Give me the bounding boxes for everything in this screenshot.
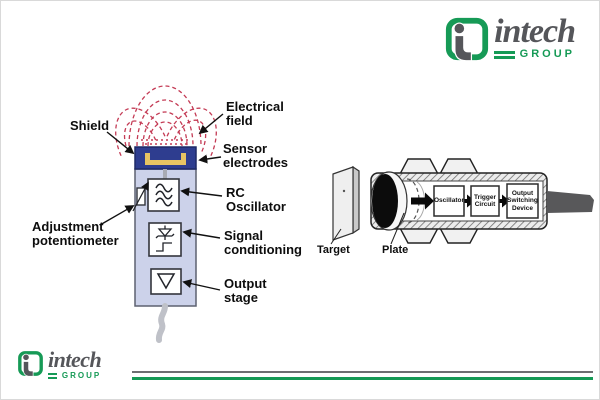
block-label-oscillator: Oscillator: [434, 197, 464, 205]
footer-rule-green: [132, 377, 593, 380]
label-sensor-electrodes: Sensor electrodes: [223, 141, 289, 171]
internal-plate-edge: [406, 178, 420, 224]
label-electrical-field: Electrical field: [226, 99, 284, 129]
wave-icon: [155, 183, 173, 207]
label-target: Target: [317, 244, 350, 256]
internal-blocks: [433, 183, 539, 219]
proximity-sensor-graphic: [330, 158, 594, 245]
sensor-cutaway-diagram: Shield Electrical field Sensor electrode…: [21, 76, 306, 348]
brand-wordmark: intech: [494, 13, 576, 50]
label-adjustment-potentiometer: Adjustment potentiometer: [32, 219, 119, 249]
amplifier-triangle-icon: [156, 273, 176, 290]
label-rc-oscillator: RC Oscillator: [226, 185, 286, 215]
label-output-stage: Output stage: [224, 276, 267, 306]
block-label-output-switching: Output Switching Device: [507, 189, 538, 212]
label-shield: Shield: [70, 118, 110, 133]
signal-flow-arrows: [411, 192, 510, 210]
sensor-cable: [155, 303, 168, 343]
logo-divider-lines-small: [48, 372, 57, 379]
output-switching-box: [506, 183, 539, 219]
signal-conditioning-box: [148, 222, 182, 257]
intech-logo-top: intech GROUP: [444, 13, 576, 62]
label-signal-conditioning: Signal conditioning: [224, 228, 302, 258]
sensor-cutaway-graphic: [99, 85, 224, 343]
hysteresis-icon: [156, 242, 172, 252]
intech-logo-bottom: intech GROUP: [17, 347, 102, 380]
target-plate: [330, 165, 360, 245]
oscillator-box: [433, 185, 465, 217]
intech-logo-icon-small: [18, 351, 43, 377]
proximity-sensor-diagram: Oscillator Trigger Circuit Output Switch…: [311, 151, 599, 266]
intech-logo-icon: [446, 17, 489, 62]
block-label-trigger-circuit: Trigger Circuit: [473, 193, 497, 208]
brand-group-label: GROUP: [519, 48, 575, 61]
potentiometer-icon: [132, 181, 149, 212]
sensor-cable-right: [547, 191, 594, 213]
brand-wordmark-small: intech: [48, 347, 102, 372]
brand-group-label-small: GROUP: [61, 370, 102, 380]
trigger-circuit-box: [470, 185, 500, 217]
output-stage-box: [150, 268, 182, 295]
logo-divider-lines: [494, 50, 515, 59]
label-plate: Plate: [382, 244, 409, 256]
rc-oscillator-box: [147, 178, 180, 212]
footer-rule-gray: [132, 371, 593, 373]
zener-diode-icon: [155, 225, 175, 240]
annotation-arrows: [99, 113, 224, 291]
